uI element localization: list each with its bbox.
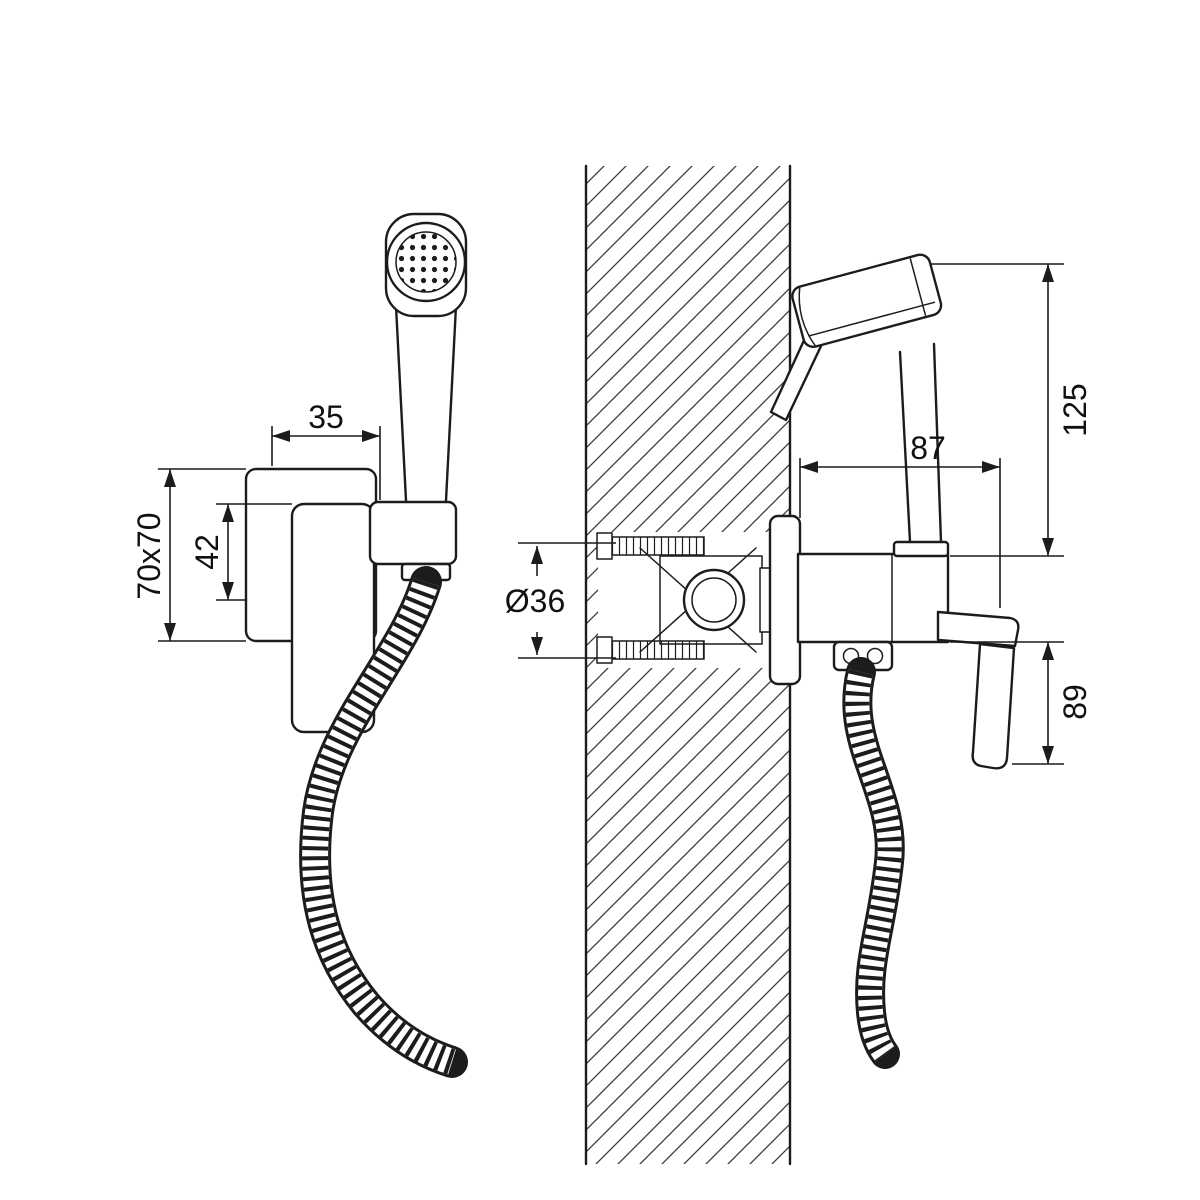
dim-height-above-label: 125 (1057, 383, 1093, 436)
spray-face (395, 231, 457, 293)
dim-height-below-label: 89 (1057, 684, 1093, 720)
dim-pipe-diameter-label: Ø36 (505, 583, 565, 619)
dim-holder-height-label: 42 (189, 534, 225, 570)
sprayer-handle-profile (898, 350, 912, 544)
dimension-handle-offset: 35 (271, 399, 381, 500)
dim-handle-offset-label: 35 (308, 399, 344, 435)
holder-cup-front (368, 500, 458, 566)
mixer-body-side (796, 552, 950, 644)
mounting-screw-top (611, 536, 705, 556)
dim-plate-size-label: 70x70 (131, 512, 167, 599)
shower-hose-side (842, 657, 905, 1069)
front-view: 35 70x70 42 (131, 212, 468, 1078)
dimension-wall-clearance: 87 (799, 430, 1001, 608)
dimension-holder-height: 42 (189, 503, 292, 601)
wall-section (584, 164, 792, 1166)
supply-pipe-circle (682, 568, 746, 632)
side-view: Ø36 125 87 89 (505, 164, 1093, 1166)
escutcheon-plate (768, 514, 802, 686)
dimension-height-above: 125 (930, 263, 1093, 557)
shower-hose-front (299, 566, 468, 1078)
sprayer-head-side (791, 253, 943, 349)
dimension-plate-size: 70x70 (131, 468, 246, 642)
sprayer-handle-front (394, 304, 458, 522)
dimension-height-below: 89 (950, 641, 1093, 765)
dimension-pipe-diameter: Ø36 (505, 542, 616, 659)
mixer-lever (936, 610, 1020, 770)
hand-sprayer-front (384, 212, 468, 522)
mounting-screw-bottom (611, 640, 705, 660)
holder-cup-side (892, 540, 950, 558)
dim-wall-clearance-label: 87 (910, 430, 946, 466)
hose-connector-side (832, 640, 894, 672)
